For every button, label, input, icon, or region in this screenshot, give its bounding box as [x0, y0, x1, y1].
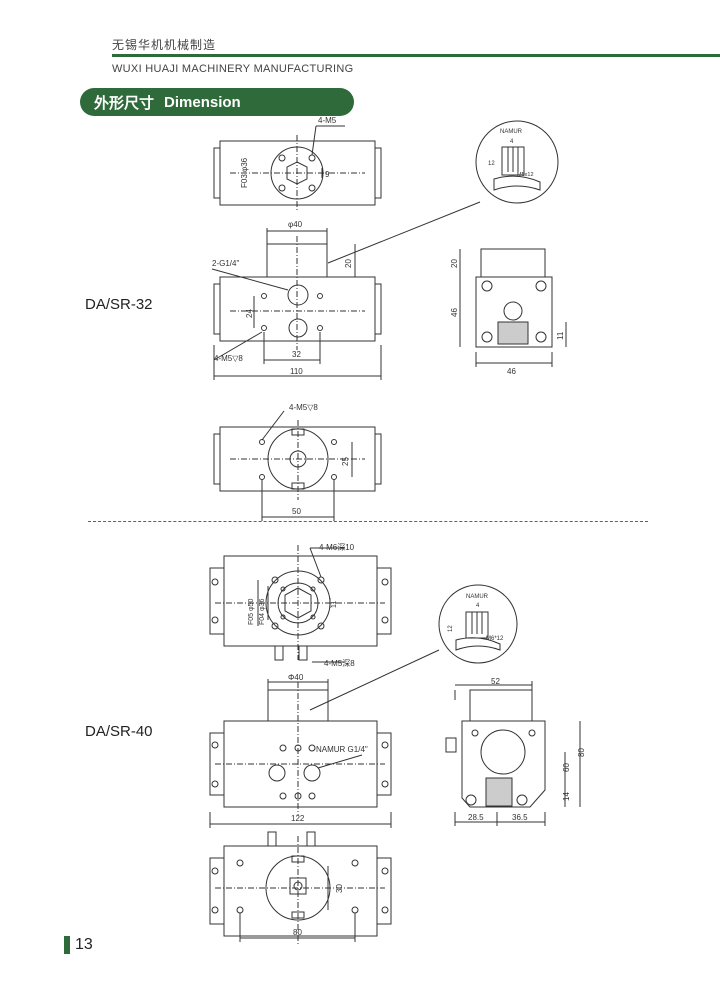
company-name-cn: 无锡华机机械制造 [112, 38, 217, 52]
da40-label-d80: 80 [577, 748, 586, 757]
model-label-32: DA/SR-32 [85, 296, 153, 313]
da40-label-f04: F04 φ36 [259, 599, 266, 625]
da40-namur-12: 12 [448, 625, 454, 632]
da32-label-d50: 50 [292, 507, 301, 516]
da32-label-side11: 11 [556, 331, 565, 340]
da40-label-f05: F05 φ50 [248, 599, 255, 625]
da32-label-d32: 32 [292, 350, 301, 359]
da32-label-phi40: φ40 [288, 220, 303, 229]
da40-label-d365: 36.5 [512, 813, 528, 822]
section-title-cn: 外形尺寸 [94, 93, 155, 112]
page-number-bar [64, 936, 70, 954]
da40-side-view [445, 681, 581, 826]
da32-label-g14: 2-G1/4" [212, 259, 239, 268]
page-number: 13 [64, 936, 93, 954]
da40-namur-detail [309, 584, 518, 711]
da40-label-d14: 14 [562, 792, 571, 801]
da32-namur-12: 12 [488, 161, 495, 167]
section-title-pill: 外形尺寸 Dimension [80, 88, 354, 116]
da40-label-d285: 28.5 [468, 813, 484, 822]
da40-label-m6: 4-M6深10 [319, 543, 355, 552]
da40-namur-4: 4 [476, 603, 480, 609]
da32-label-m5-depth: 4-M5▽8 [214, 354, 243, 363]
da32-label-side46v: 46 [450, 308, 459, 317]
da40-namur-m6: M6*12 [486, 636, 504, 642]
da32-label-d24: 24 [245, 309, 254, 318]
da32-label-side20: 20 [450, 259, 459, 268]
da40-label-bottom30: 30 [335, 884, 344, 893]
header-rule [112, 54, 720, 57]
da40-label-d11: 11 [331, 601, 338, 608]
da40-label-d122: 122 [291, 814, 305, 823]
da32-top-view [213, 125, 382, 212]
section-divider [88, 521, 648, 522]
da32-bottom-view [213, 410, 382, 521]
model-label-40: DA/SR-40 [85, 723, 153, 740]
da40-namur-title: NAMUR [466, 594, 489, 600]
da32-label-bottom-m5: 4-M5▽8 [289, 403, 318, 412]
page-number-text: 13 [75, 936, 93, 953]
da32-namur-m5: M5x12 [517, 172, 534, 178]
da32-namur-detail [475, 120, 559, 204]
da32-namur-title: NAMUR [500, 129, 523, 135]
da40-label-phi40: Φ40 [288, 673, 304, 682]
da32-label-f03: F03 φ36 [240, 157, 249, 188]
da32-front-view [211, 201, 481, 380]
da32-label-d20: 20 [344, 259, 353, 268]
da40-front-view [209, 679, 392, 828]
da32-label-q: 9 [325, 170, 330, 179]
da40-label-d60: 60 [562, 763, 571, 772]
da32-label-d25: 25 [341, 457, 350, 466]
da40-top-view [209, 545, 392, 663]
da40-label-bottom80: 80 [293, 928, 302, 937]
da40-label-d52: 52 [491, 677, 500, 686]
section-title-en: Dimension [164, 93, 241, 111]
da32-side-view [459, 248, 567, 367]
da40-bottom-view [209, 831, 392, 945]
company-name-en: WUXI HUAJI MACHINERY MANUFACTURING [112, 63, 354, 75]
da40-label-namur-g: NAMUR G1/4" [316, 745, 368, 754]
da40-label-m5: 4-M5深8 [324, 659, 355, 668]
da32-label-d110: 110 [290, 367, 303, 376]
da32-label-top-m5: 4-M5 [318, 116, 337, 125]
da32-label-side46h: 46 [507, 367, 516, 376]
da32-namur-4: 4 [510, 139, 514, 145]
